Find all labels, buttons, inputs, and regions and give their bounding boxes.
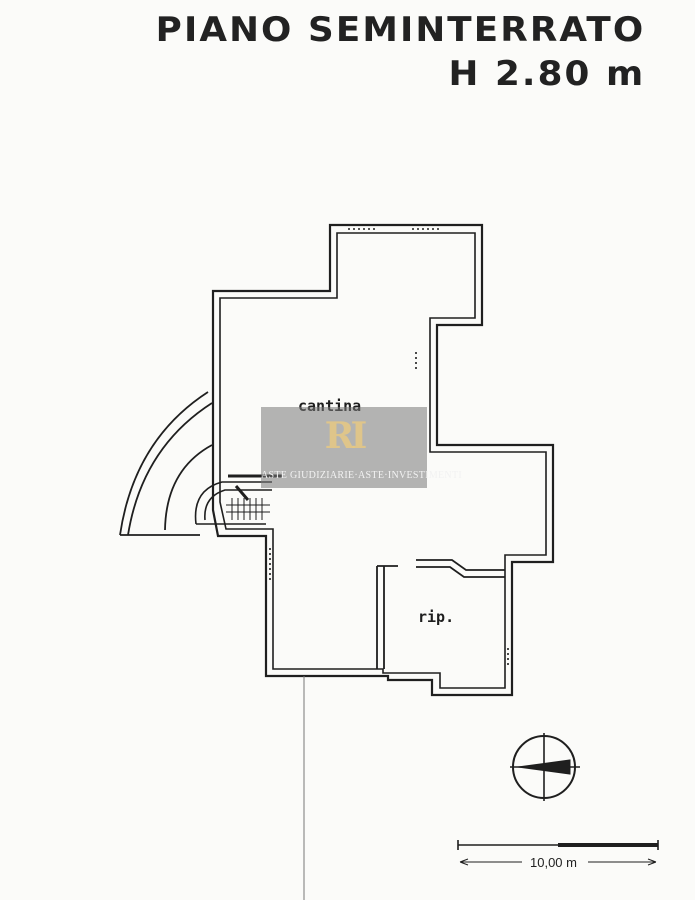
plan-title-height: H 2.80 m <box>448 54 645 94</box>
watermark-logo: RI <box>324 415 368 457</box>
scale-bar-label: 10,00 m <box>530 855 577 870</box>
outer-wall <box>211 223 555 697</box>
inner-wall <box>219 232 547 689</box>
plan-title-floor: PIANO SEMINTERRATO <box>155 10 645 50</box>
room-label-rip: rip. <box>418 608 455 626</box>
plan-title: PIANO SEMINTERRATO H 2.80 m <box>155 8 645 96</box>
rip-wall <box>376 559 505 669</box>
watermark-text: ASTE GIUDIZIARIE·ASTE·INVESTIMENTI <box>261 470 462 481</box>
north-arrow-needle <box>517 759 571 775</box>
plan-walls <box>119 223 659 900</box>
stair-treads <box>226 498 270 520</box>
stair-outline <box>194 481 272 525</box>
entrance-ramp <box>119 391 213 536</box>
scale-bar-half <box>558 843 658 847</box>
window-marks <box>232 228 554 677</box>
scale-bar-arrow <box>459 858 657 866</box>
watermark-badge: RI ASTE GIUDIZIARIE·ASTE·INVESTIMENTI <box>261 407 462 488</box>
